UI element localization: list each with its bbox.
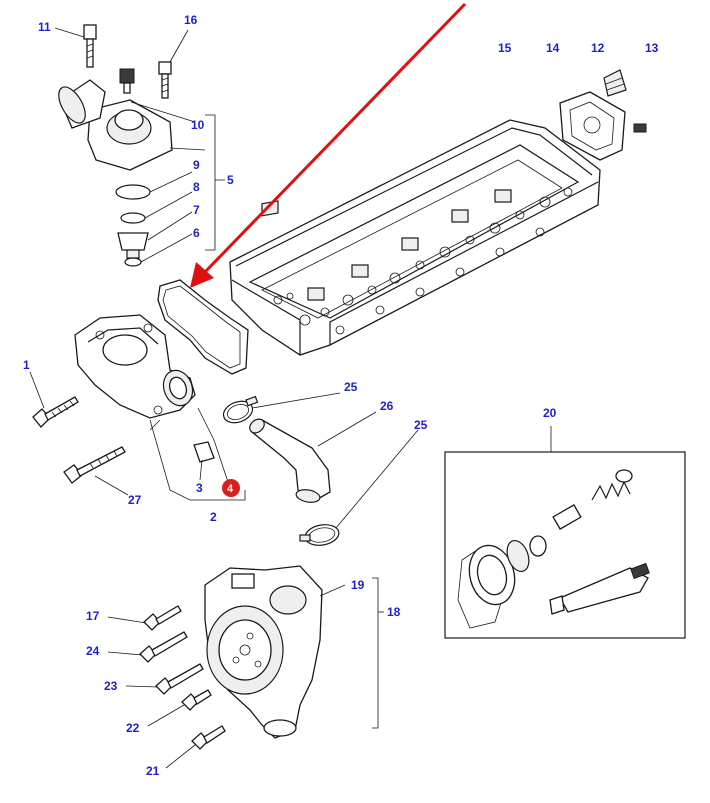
leader-lines-hose <box>251 392 419 529</box>
plug-screw <box>119 68 135 94</box>
screw-13 <box>633 123 647 133</box>
callout-9: 9 <box>193 158 200 172</box>
water-pump <box>204 565 323 739</box>
callout-25-upper: 25 <box>344 380 358 394</box>
callout-7: 7 <box>193 203 200 217</box>
plug-3 <box>193 441 215 463</box>
highlight-arrow <box>190 2 467 288</box>
water-outlet-body <box>74 314 196 419</box>
callout-4-highlighted: 4 <box>222 479 240 497</box>
callout-labels: 11 16 10 9 8 7 6 5 15 14 12 13 1 27 3 2 … <box>23 13 659 778</box>
bolt-11 <box>83 24 97 68</box>
callout-22: 22 <box>126 721 140 735</box>
cover-plate-assembly <box>559 69 647 161</box>
callout-6: 6 <box>193 226 200 240</box>
repair-kit-box <box>444 426 686 639</box>
callout-8: 8 <box>193 180 200 194</box>
callout-16: 16 <box>184 13 198 27</box>
thermostat-housing <box>58 79 173 267</box>
callout-10: 10 <box>191 118 205 132</box>
hose-clamp-lower <box>299 524 340 546</box>
bolt-27 <box>63 446 126 484</box>
leader-lines-mid-left <box>29 371 246 501</box>
callout-19: 19 <box>351 578 365 592</box>
callout-20: 20 <box>543 406 557 420</box>
callout-26: 26 <box>380 399 394 413</box>
callout-24: 24 <box>86 644 100 658</box>
callout-4: 4 <box>227 483 234 495</box>
plug-12 <box>603 69 627 97</box>
bolt-1 <box>32 396 79 428</box>
callout-17: 17 <box>86 609 100 623</box>
callout-18: 18 <box>387 605 401 619</box>
bolt-22 <box>181 689 212 711</box>
callout-27: 27 <box>128 493 142 507</box>
callout-15: 15 <box>498 41 512 55</box>
callout-1: 1 <box>23 358 30 372</box>
callout-25-lower: 25 <box>414 418 428 432</box>
hose-clamp-upper <box>222 395 259 424</box>
callout-11: 11 <box>38 20 51 34</box>
highlight-badge <box>222 479 240 497</box>
gasket-4 <box>157 279 249 375</box>
callout-12: 12 <box>591 41 605 55</box>
callout-21: 21 <box>146 764 160 778</box>
bolt-16 <box>158 61 172 99</box>
hose-26 <box>249 418 331 503</box>
callout-2: 2 <box>210 510 217 524</box>
callout-23: 23 <box>104 679 118 693</box>
leader-lines-pump <box>107 577 384 769</box>
bolt-17 <box>143 605 182 631</box>
callout-3: 3 <box>196 481 203 495</box>
callout-14: 14 <box>546 41 560 55</box>
callout-5: 5 <box>227 173 234 187</box>
cylinder-head <box>229 119 601 356</box>
bolt-21 <box>191 725 226 750</box>
callout-13: 13 <box>645 41 659 55</box>
bolt-24 <box>139 631 188 663</box>
bolt-23 <box>155 663 204 695</box>
leader-lines-top-left <box>54 27 225 263</box>
